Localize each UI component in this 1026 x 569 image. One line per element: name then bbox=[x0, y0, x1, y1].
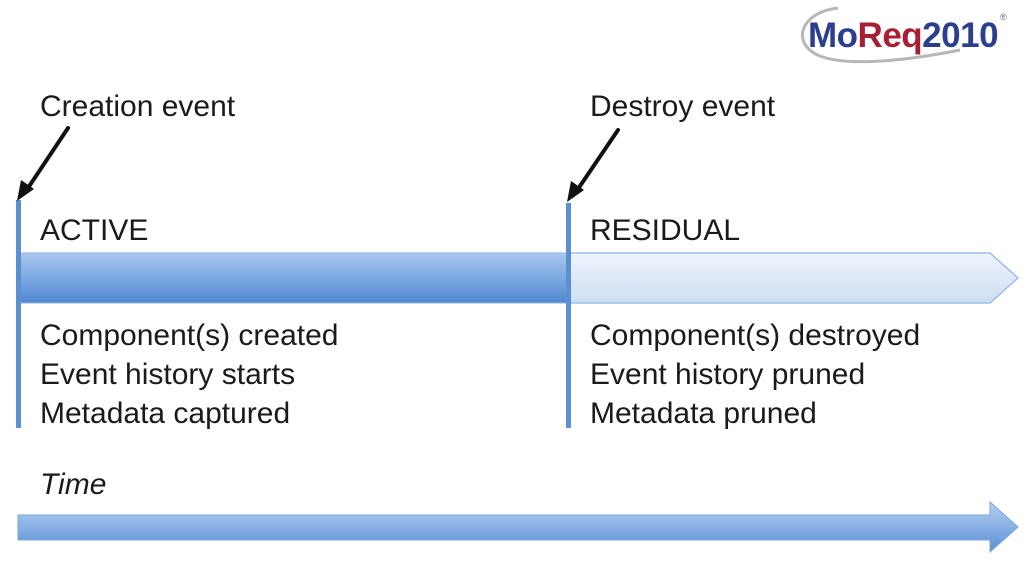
residual-item: Component(s) destroyed bbox=[590, 319, 921, 352]
creation-marker-line bbox=[16, 200, 21, 428]
moreq-logo: MoReq2010 ® bbox=[798, 4, 1012, 68]
destroy-event-label: Destroy event bbox=[590, 90, 776, 123]
active-phase-list: Component(s) created Event history start… bbox=[40, 316, 338, 433]
logo-middle: Req bbox=[857, 16, 923, 55]
residual-phase-list: Component(s) destroyed Event history pru… bbox=[590, 316, 920, 433]
residual-item: Metadata pruned bbox=[590, 397, 817, 430]
time-arrow bbox=[17, 500, 1019, 554]
time-label: Time bbox=[40, 468, 107, 501]
logo-registered-mark: ® bbox=[1000, 12, 1007, 22]
active-item: Metadata captured bbox=[40, 397, 291, 430]
logo-prefix: Mo bbox=[808, 16, 858, 55]
residual-item: Event history pruned bbox=[590, 358, 866, 391]
creation-event-label: Creation event bbox=[40, 90, 236, 123]
residual-phase-arrow bbox=[568, 252, 1020, 304]
active-phase-bar bbox=[17, 252, 570, 304]
active-phase-label: ACTIVE bbox=[40, 214, 149, 247]
logo-text: MoReq2010 bbox=[808, 16, 999, 55]
active-item: Component(s) created bbox=[40, 319, 339, 352]
destroy-pointer-arrow bbox=[567, 128, 620, 202]
logo-swoosh bbox=[801, 6, 961, 64]
destroy-marker-line bbox=[566, 203, 571, 428]
active-item: Event history starts bbox=[40, 358, 296, 391]
creation-pointer-arrow bbox=[17, 126, 70, 201]
residual-phase-label: RESIDUAL bbox=[590, 214, 741, 247]
logo-suffix: 2010 bbox=[922, 16, 999, 55]
